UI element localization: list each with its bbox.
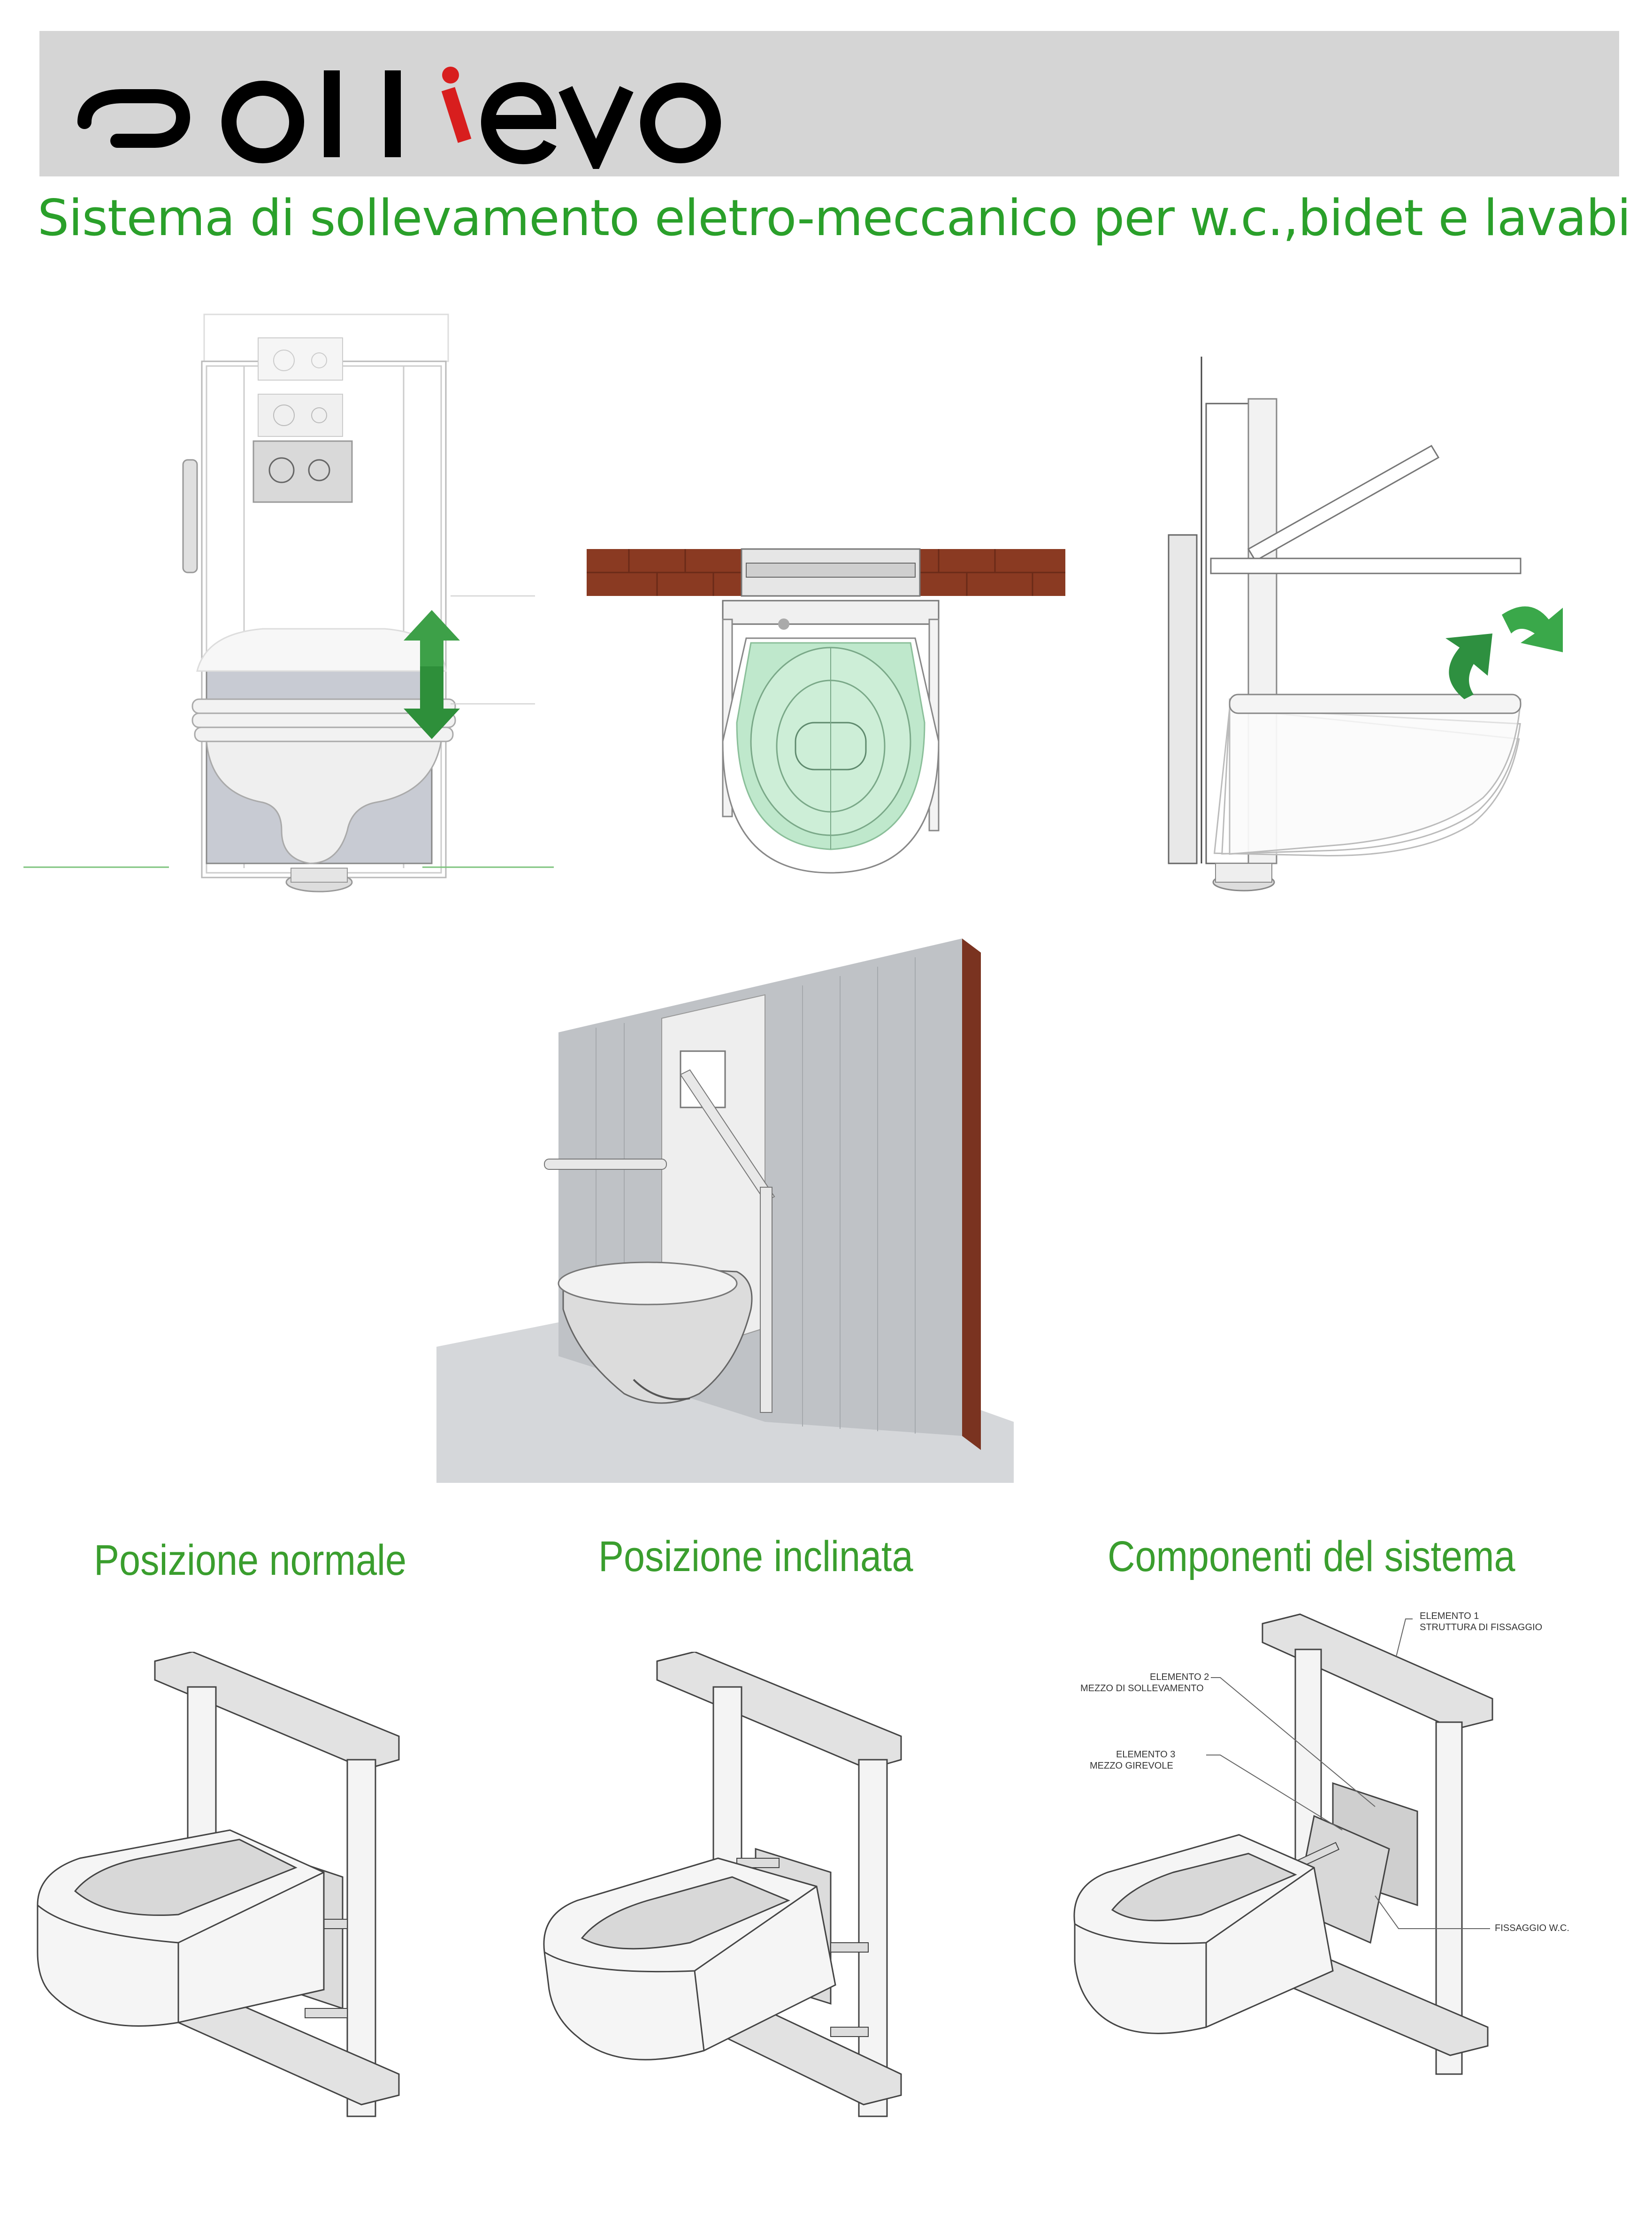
side-view-drawing	[1168, 357, 1563, 892]
element-2-desc: MEZZO DI SOLLEVAMENTO	[1080, 1683, 1204, 1694]
section-title-components: Componenti del sistema	[1108, 1533, 1515, 1580]
normal-position-diagram	[37, 1652, 400, 2117]
section-title-normal: Posizione normale	[94, 1536, 407, 1584]
element-3-title: ELEMENTO 3	[1116, 1749, 1176, 1760]
front-elevation-drawing	[23, 313, 554, 893]
components-diagram	[1073, 1613, 1493, 2075]
element-3-desc: MEZZO GIREVOLE	[1090, 1761, 1173, 1771]
tilted-position-diagram	[543, 1652, 902, 2117]
section-title-tilted: Posizione inclinata	[598, 1533, 913, 1580]
room-render	[436, 939, 1014, 1483]
plan-view-drawing	[587, 548, 1065, 874]
wc-fixing-label: FISSAGGIO W.C.	[1495, 1923, 1569, 1933]
brand-logo	[77, 67, 721, 169]
element-1-title: ELEMENTO 1	[1420, 1611, 1479, 1621]
page-subtitle: Sistema di sollevamento eletro-meccanico…	[38, 189, 1631, 247]
element-2-title: ELEMENTO 2	[1150, 1672, 1209, 1682]
element-1-desc: STRUTTURA DI FISSAGGIO	[1420, 1622, 1543, 1633]
rotate-arrows-icon	[1446, 606, 1563, 699]
header-band	[39, 31, 1619, 176]
up-down-arrow-icon	[404, 610, 460, 739]
